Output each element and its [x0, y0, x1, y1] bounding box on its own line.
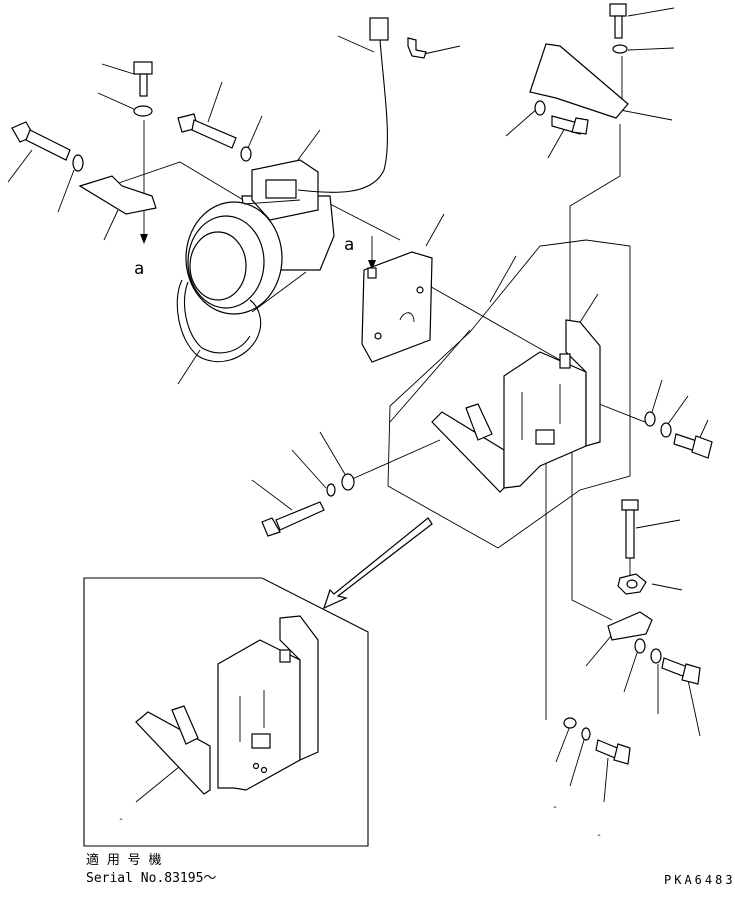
compressor — [185, 159, 335, 315]
washer-angle-bracket — [534, 100, 546, 116]
washer-mid-left — [240, 146, 252, 162]
applies-to-label: 適 用 号 機 — [86, 852, 161, 868]
bolt-top-right — [609, 3, 627, 39]
washer-low-right-2 — [650, 648, 662, 664]
wire-connector — [369, 17, 389, 41]
long-bolt-left — [11, 121, 71, 161]
long-bolt-bracket — [261, 501, 325, 537]
washer-bottom-1 — [563, 717, 577, 729]
drive-belt — [176, 279, 262, 363]
view-mark-right: a — [344, 235, 354, 255]
inset-mark: - — [118, 814, 124, 825]
svg-text:-: - — [596, 830, 602, 841]
inset-bracket — [135, 615, 319, 795]
drawing-ref-code: PKA6483 — [664, 873, 735, 887]
clamp-block — [607, 611, 653, 641]
washer-low-right-1 — [634, 638, 646, 654]
main-bracket — [431, 319, 601, 493]
bolt-vertical-right — [621, 499, 639, 559]
bolt-bottom — [595, 739, 631, 765]
cover-plate — [78, 175, 157, 215]
view-mark-left: a — [134, 259, 144, 279]
inset-panel: - — [83, 577, 369, 847]
inset-arrow — [322, 517, 433, 610]
serial-label: Serial No.83195～ — [86, 871, 216, 886]
assembly-lines — [109, 56, 651, 720]
leader-lines — [7, 7, 709, 803]
nut-right — [617, 573, 647, 595]
wire-clip — [407, 37, 427, 59]
washer-top-right — [612, 44, 628, 54]
bracket-group-outline — [387, 239, 631, 549]
bolt-right — [673, 433, 713, 459]
bolt-mid-left — [177, 113, 237, 149]
washer-left — [72, 154, 84, 172]
washer-right-1 — [644, 411, 656, 427]
washer-bracket-left-1 — [341, 473, 355, 491]
clutch-wire — [297, 39, 388, 193]
bolt-low-right — [661, 657, 701, 685]
compressor-mount-plate — [361, 251, 433, 363]
angle-bracket — [529, 43, 629, 119]
washer-bracket-left-2 — [326, 483, 336, 497]
svg-text:-: - — [552, 802, 558, 813]
washer-bottom-2 — [581, 727, 591, 741]
bolt-angle-bracket — [551, 115, 589, 135]
washer-top-left — [133, 105, 153, 117]
washer-right-2 — [660, 422, 672, 438]
bolt-top-left — [133, 61, 153, 97]
